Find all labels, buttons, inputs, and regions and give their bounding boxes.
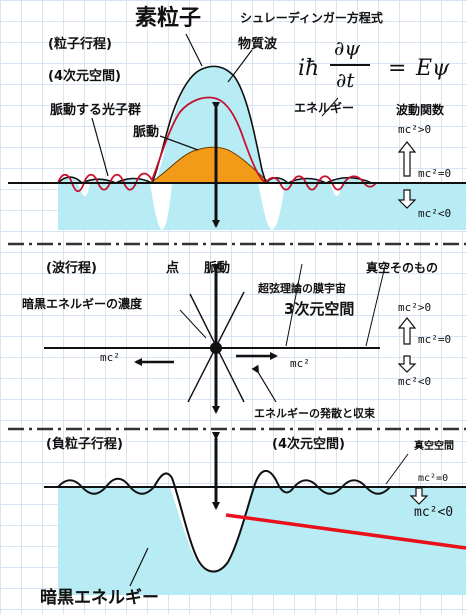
label-4d-space: (4次元空間) [48, 69, 121, 84]
mc-zero-3: mc²=0 [418, 473, 449, 484]
label-dark-energy-density: 暗黒エネルギーの濃度 [22, 297, 143, 311]
eq-denominator: ∂t [336, 68, 355, 92]
mc-negative-2: mc²<0 [398, 375, 432, 388]
eq-rhs: Eψ [416, 56, 450, 81]
antiparticle-wave [57, 470, 391, 573]
label-superstring: 超弦理論の膜宇宙 [258, 282, 346, 295]
label-vacuum-space: 真空空間 [414, 441, 454, 452]
pointer-photon-group [91, 117, 109, 177]
label-vacuum-itself: 真空そのもの [366, 261, 439, 275]
pointer-dark-energy [129, 547, 149, 587]
pointer-vacuum [365, 261, 387, 347]
antiparticle-hump-fill [170, 487, 252, 573]
label-antiparticle-process: (負粒子行程) [46, 437, 123, 452]
pointer-pulsation [159, 135, 199, 151]
label-3d-space: 3次元空間 [284, 300, 355, 318]
pointer-divergence [251, 364, 277, 403]
label-divergence-convergence: エネルギーの発散と収束 [254, 407, 375, 420]
mc-left: mc² [100, 351, 120, 364]
label-dark-energy: 暗黒エネルギー [40, 588, 159, 608]
label-point: 点 [166, 261, 180, 276]
eq-lhs-coef: iħ [298, 56, 320, 81]
pointer-superstring [285, 263, 303, 347]
mc-zero-1: mc²=0 [418, 167, 452, 180]
eq-numerator: ∂ψ [334, 36, 361, 60]
pointer-dark-density [179, 309, 207, 339]
label-4d-space-3: (4次元空間) [272, 437, 345, 452]
eq-equals: = [388, 56, 407, 81]
mc-zero-2: mc²=0 [418, 333, 452, 346]
pointer-matter-wave [227, 49, 253, 83]
red-slope-line [225, 513, 467, 550]
pointer-vacuum-space [385, 453, 409, 485]
label-wave-process: (波行程) [46, 261, 97, 276]
mc-negative-1: mc²<0 [418, 207, 452, 220]
label-pulsation-1: 脈動 [133, 125, 160, 140]
mc-negative-3: mc²<0 [414, 505, 454, 520]
title-elementary-particle: 素粒子 [135, 6, 202, 31]
center-point [210, 342, 222, 354]
down-arrow-icon-2 [397, 355, 417, 373]
down-arrow-icon-3 [409, 487, 429, 505]
mc-positive-2: mc²>0 [398, 301, 432, 314]
pointer-energy [321, 97, 339, 117]
up-arrow-icon-2 [397, 317, 417, 345]
label-pulsation-2: 脈動 [204, 261, 231, 276]
label-energy: エネルギー [294, 101, 355, 115]
label-wave-function: 波動関数 [396, 103, 445, 117]
up-arrow-icon [397, 141, 417, 177]
label-matter-wave: 物質波 [238, 37, 278, 52]
matter-wave-envelope [57, 65, 267, 185]
label-particle-process: (粒子行程) [48, 37, 112, 52]
pointer-title [185, 33, 203, 67]
dark-energy-region [58, 487, 466, 595]
down-arrow-icon [397, 189, 417, 209]
eq-fraction-bar [330, 64, 370, 66]
wave-troughs [78, 183, 342, 230]
label-schrodinger: シュレーディンガー方程式 [240, 11, 383, 25]
photon-wave-red [57, 96, 377, 193]
mc-right: mc² [290, 357, 310, 370]
label-photon-group: 脈動する光子群 [50, 103, 142, 118]
mc-positive-1: mc²>0 [398, 123, 432, 136]
